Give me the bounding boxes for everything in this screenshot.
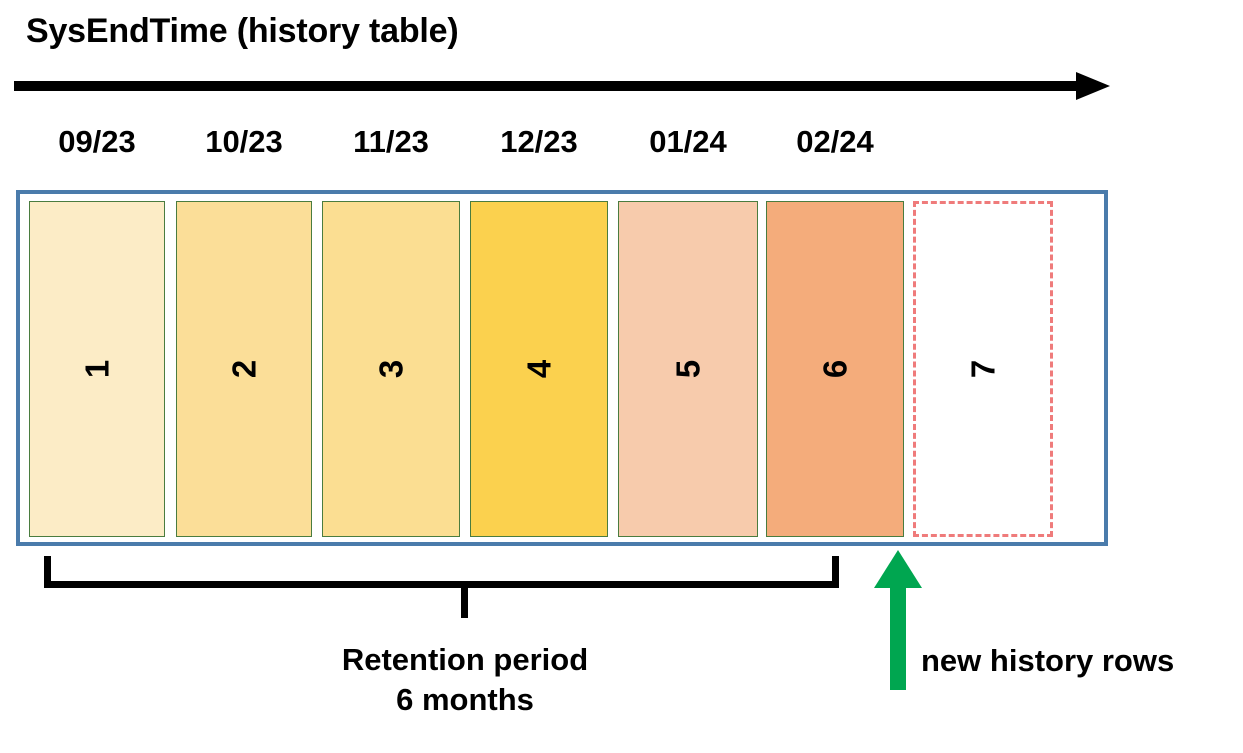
- partition-box-2[interactable]: 2: [176, 201, 312, 537]
- partition-box-1[interactable]: 1: [29, 201, 165, 537]
- month-label-02-24: 02/24: [796, 124, 874, 159]
- partition-box-4[interactable]: 4: [470, 201, 608, 537]
- new-history-rows-arrow-icon: [870, 548, 932, 693]
- partition-number-2: 2: [225, 359, 263, 379]
- partition-number-1: 1: [78, 359, 116, 379]
- partition-box-6[interactable]: 6: [766, 201, 904, 537]
- page-title: SysEndTime (history table): [26, 12, 459, 50]
- retention-period-caption: Retention period 6 months: [200, 640, 730, 721]
- month-label-10-23: 10/23: [205, 124, 283, 159]
- retention-period-bracket: [36, 548, 846, 621]
- partition-number-4: 4: [520, 359, 558, 379]
- new-history-rows-label: new history rows: [921, 643, 1175, 678]
- partition-box-7-future[interactable]: 7: [913, 201, 1053, 537]
- month-label-01-24: 01/24: [649, 124, 727, 159]
- month-label-09-23: 09/23: [58, 124, 136, 159]
- partition-number-5: 5: [669, 359, 707, 379]
- partition-number-6: 6: [816, 359, 854, 379]
- retention-caption-line-1: Retention period: [341, 642, 589, 677]
- partition-number-3: 3: [372, 359, 410, 379]
- time-axis-arrow: [14, 68, 1114, 104]
- month-label-11-23: 11/23: [353, 124, 429, 159]
- month-label-12-23: 12/23: [500, 124, 578, 159]
- partition-box-3[interactable]: 3: [322, 201, 460, 537]
- partition-number-7: 7: [964, 359, 1002, 379]
- partition-box-5[interactable]: 5: [618, 201, 758, 537]
- retention-caption-line-2: 6 months: [396, 682, 534, 718]
